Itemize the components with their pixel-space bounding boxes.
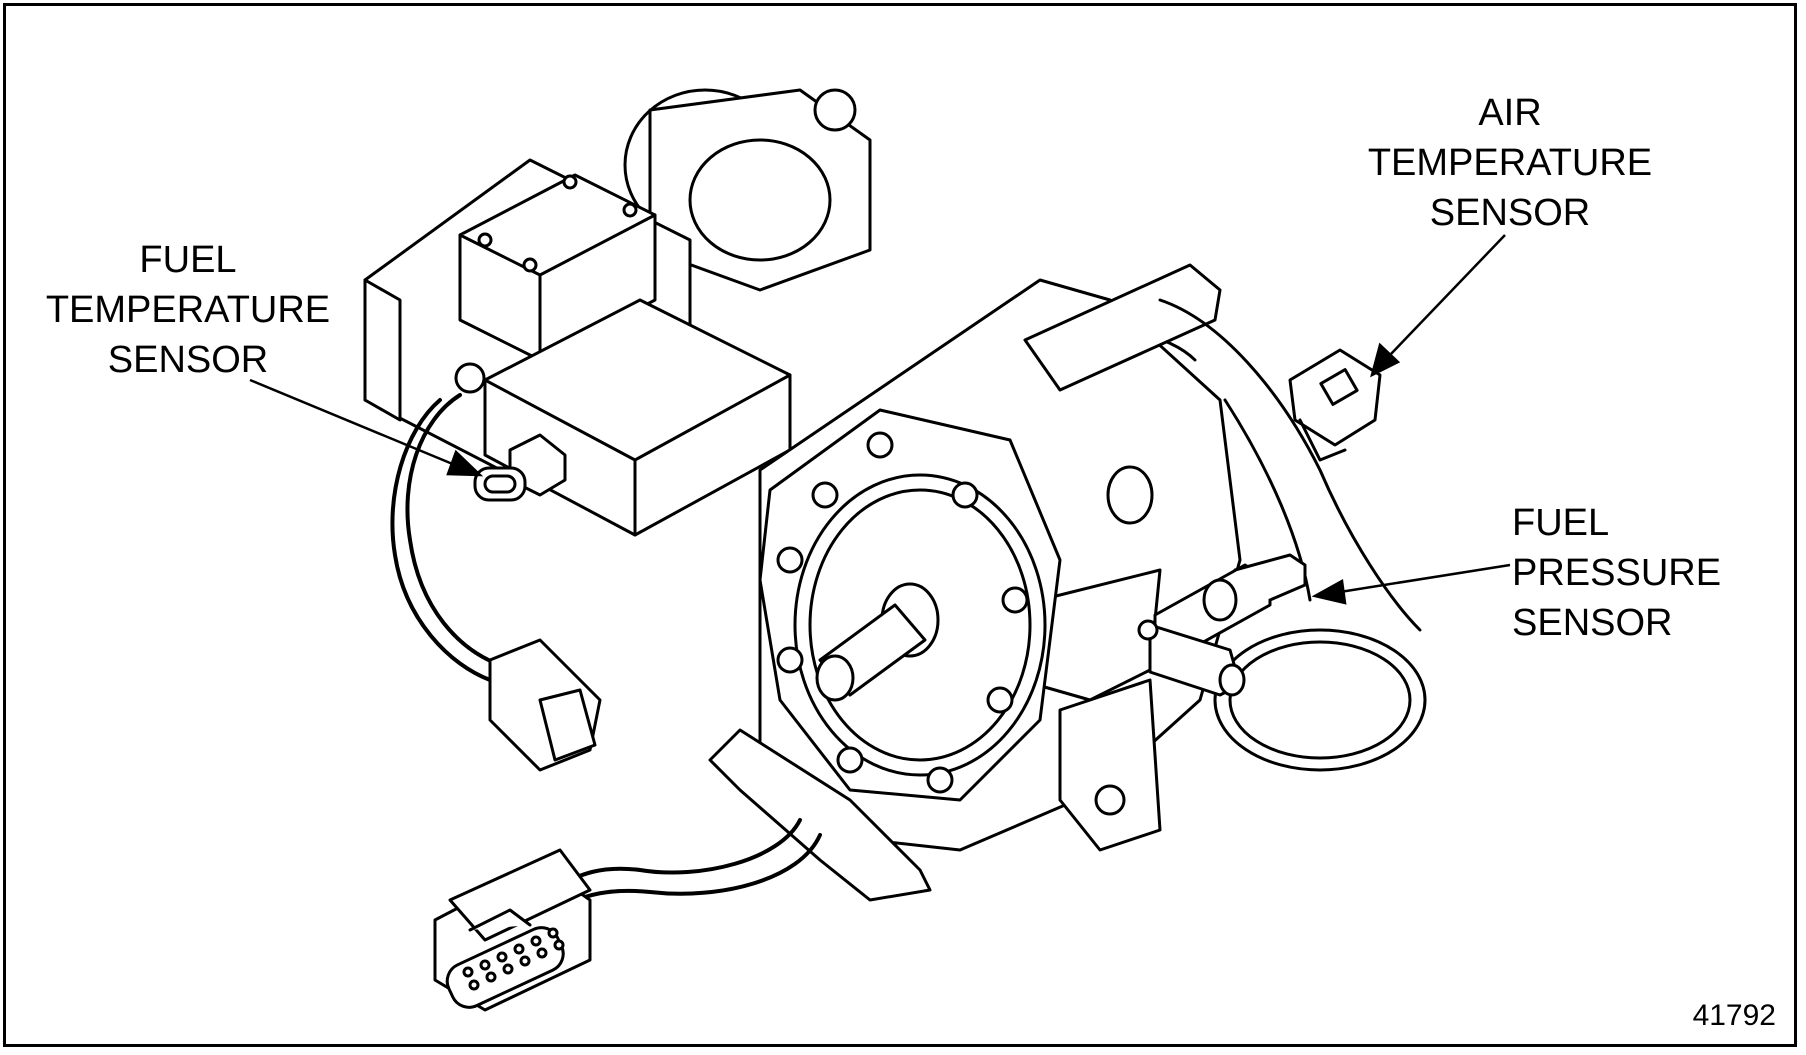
fuel-pressure-sensor-label: FUEL PRESSURE SENSOR (1512, 498, 1772, 648)
air-temperature-sensor-label: AIR TEMPERATURE SENSOR (1355, 88, 1665, 238)
label-line: AIR (1478, 92, 1542, 134)
sensor-pigtail-harness (390, 362, 602, 772)
label-line: SENSOR (107, 339, 269, 381)
fuel-temperature-sensor-part (473, 433, 567, 502)
fuel-pressure-leader (1311, 563, 1511, 605)
fuel-temperature-sensor-label: FUEL TEMPERATURE SENSOR (28, 235, 348, 385)
label-line: SENSOR (1429, 192, 1591, 234)
label-line: TEMPERATURE (45, 289, 331, 331)
label-line: PRESSURE (1512, 552, 1722, 594)
fuel-pressure-sensor-part (1137, 553, 1307, 697)
main-wiring-harness (558, 818, 822, 907)
label-line: SENSOR (1512, 602, 1673, 644)
throttle-body (623, 88, 872, 292)
fuel-metering-block (363, 158, 792, 537)
actuator-cover-plate (758, 408, 1062, 802)
label-line: FUEL (139, 239, 237, 281)
air-temperature-leader (1370, 234, 1506, 378)
label-line: TEMPERATURE (1367, 142, 1653, 184)
label-line: FUEL (1512, 502, 1610, 544)
air-temperature-sensor-part (1288, 348, 1382, 462)
mounting-bracket (708, 678, 1162, 902)
figure-number: 41792 (1692, 999, 1776, 1032)
multi-pin-connector (433, 848, 592, 1012)
fuel-temperature-leader (249, 378, 484, 477)
